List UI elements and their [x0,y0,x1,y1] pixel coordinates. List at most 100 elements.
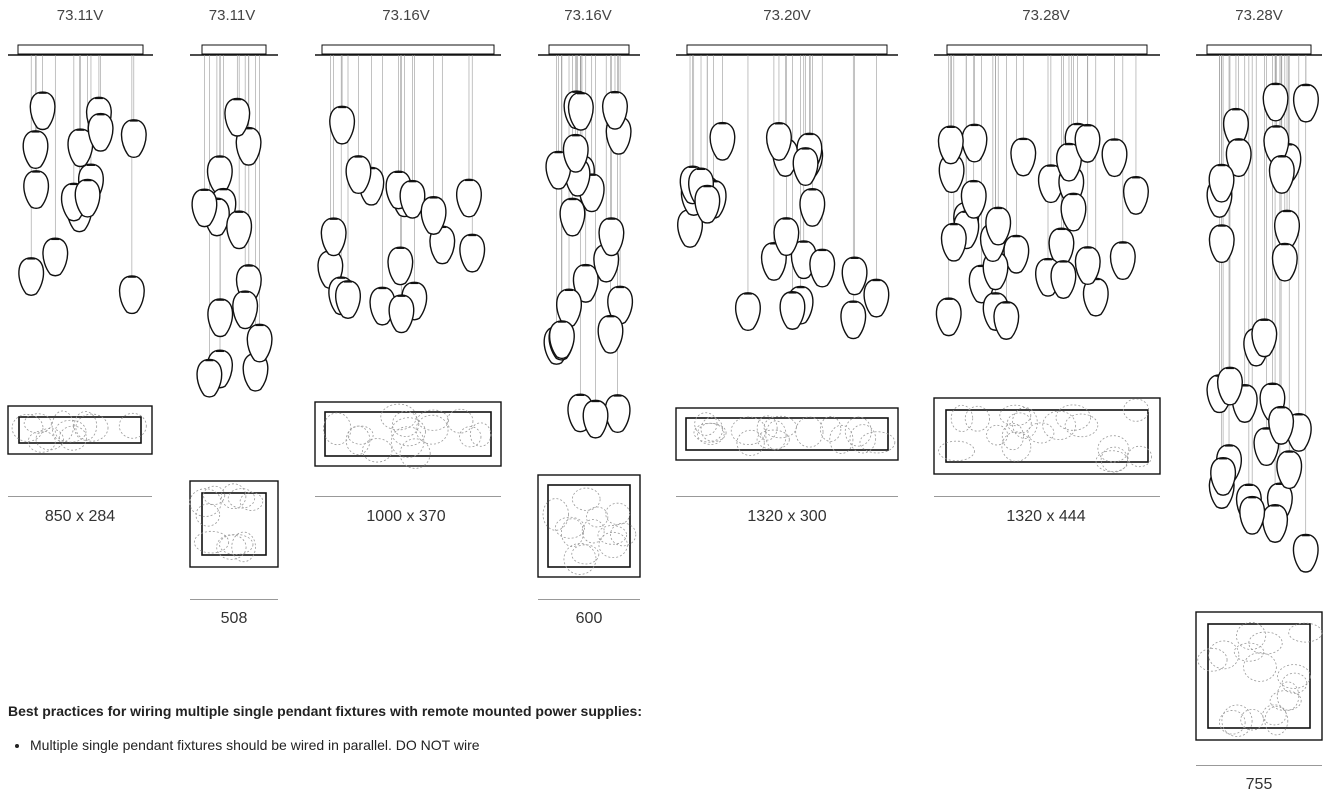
glass-pendant-icon [993,301,1020,340]
glass-pendant-icon [1050,260,1077,299]
glass-pendant-icon [1210,456,1237,496]
wiring-notes: Best practices for wiring multiple singl… [8,702,708,754]
glass-pendant-icon [677,208,703,248]
glass-pendant-icon [74,178,101,218]
glass-pendant-icon [1271,242,1298,282]
glass-pendant-icon [809,248,836,288]
glass-pendant-icon [1274,209,1300,249]
dimension-label-5: 1320 x 300 [747,508,827,525]
glass-pendant-icon [559,197,586,237]
plan-outline [537,474,641,578]
glass-pendant-icon [191,188,218,228]
glass-pendant-icon [1292,83,1319,123]
glass-pendant-icon [792,147,819,187]
glass-pendant-icon [598,217,625,257]
glass-pendant-icon [1122,175,1149,215]
glass-pendant-icon [940,222,967,262]
dimension-label-6: 1320 x 444 [1006,508,1086,525]
glass-pendant-icon [1262,504,1289,543]
canopy [548,44,630,55]
dimension-rule-3 [315,496,501,497]
wiring-note-item: Multiple single pendant fixtures should … [30,736,708,754]
glass-pendant-icon [1239,495,1266,535]
glass-pendant-icon [429,225,456,265]
dimension-rule-4 [538,599,640,600]
wiring-notes-heading: Best practices for wiring multiple singl… [8,703,642,719]
model-label-7: 73.28V [1235,7,1283,24]
plan-outline [189,480,279,568]
glass-pendant-icon [799,188,826,227]
glass-pendant-icon [1074,246,1101,286]
glass-pendant-icon [961,123,988,163]
dimension-label-4: 600 [575,610,603,627]
glass-pendant-icon [840,300,867,340]
glass-pendant-icon [1060,192,1087,232]
glass-pendant-icon [226,210,253,250]
glass-pendant-icon [42,237,69,277]
glass-pendant-icon [388,294,415,334]
glass-pendant-icon [937,125,964,165]
glass-pendant-icon [1082,277,1109,317]
dimension-label-3: 1000 x 370 [366,508,446,525]
glass-pendant-icon [345,155,372,195]
canopy [1206,44,1312,55]
glass-pendant-icon [985,206,1012,246]
glass-pendant-icon [399,179,426,219]
glass-pendant-icon [387,246,414,286]
glass-pendant-icon [1292,533,1319,573]
glass-pendant-icon [779,291,806,330]
glass-pendant-icon [841,256,868,296]
glass-pendant-icon [935,297,962,337]
glass-pendant-icon [1225,138,1252,178]
glass-pendant-icon [1208,163,1235,203]
glass-pendant-icon [459,233,486,273]
glass-pendant-icon [1217,366,1243,406]
canopy [321,44,495,55]
plan-canopy [547,484,631,568]
dimension-rule-7 [1196,765,1322,766]
glass-pendant-icon [1262,82,1289,122]
glass-pendant-icon [567,91,594,131]
glass-pendant-icon [335,280,361,319]
model-label-2: 73.11V [208,7,256,24]
model-label-4: 73.16V [564,7,612,24]
glass-pendant-icon [320,217,347,257]
glass-pendant-icon [548,320,575,360]
glass-pendant-icon [582,399,609,439]
canopy [686,44,888,55]
glass-pendant-icon [982,251,1009,291]
glass-pendant-icon [206,155,233,195]
plan-canopy [18,416,142,444]
dimension-rule-2 [190,599,278,600]
plan-canopy [945,409,1149,463]
plan-outline [1195,611,1323,741]
glass-pendant-icon [29,91,56,131]
model-label-3: 73.16V [382,7,430,24]
model-label-1: 73.11V [56,7,104,24]
glass-pendant-icon [235,126,262,166]
glass-pendant-icon [1010,137,1037,177]
glass-pendant-icon [87,112,114,152]
canopy [946,44,1148,55]
glass-pendant-icon [597,314,624,354]
glass-pendant-icon [224,97,251,137]
glass-pendant-icon [456,178,482,218]
model-label-5: 73.20V [763,7,811,24]
glass-pendant-icon [22,130,49,169]
dimension-label-7: 755 [1245,776,1273,793]
glass-pendant-icon [709,121,736,161]
glass-pendant-icon [562,133,589,173]
glass-pendant-icon [246,323,273,363]
glass-pendant-icon [118,275,145,315]
glass-pendant-icon [602,90,628,130]
glass-pendant-icon [120,119,147,159]
dimension-label-2: 508 [220,610,248,627]
glass-pendant-icon [1276,450,1303,490]
dimension-rule-1 [8,496,152,497]
glass-pendant-icon [232,290,259,330]
glass-pendant-icon [572,263,599,303]
glass-pendant-icon [420,196,447,235]
dimension-rule-5 [676,496,898,497]
glass-pendant-icon [1268,405,1295,445]
glass-pendant-icon [773,217,800,257]
